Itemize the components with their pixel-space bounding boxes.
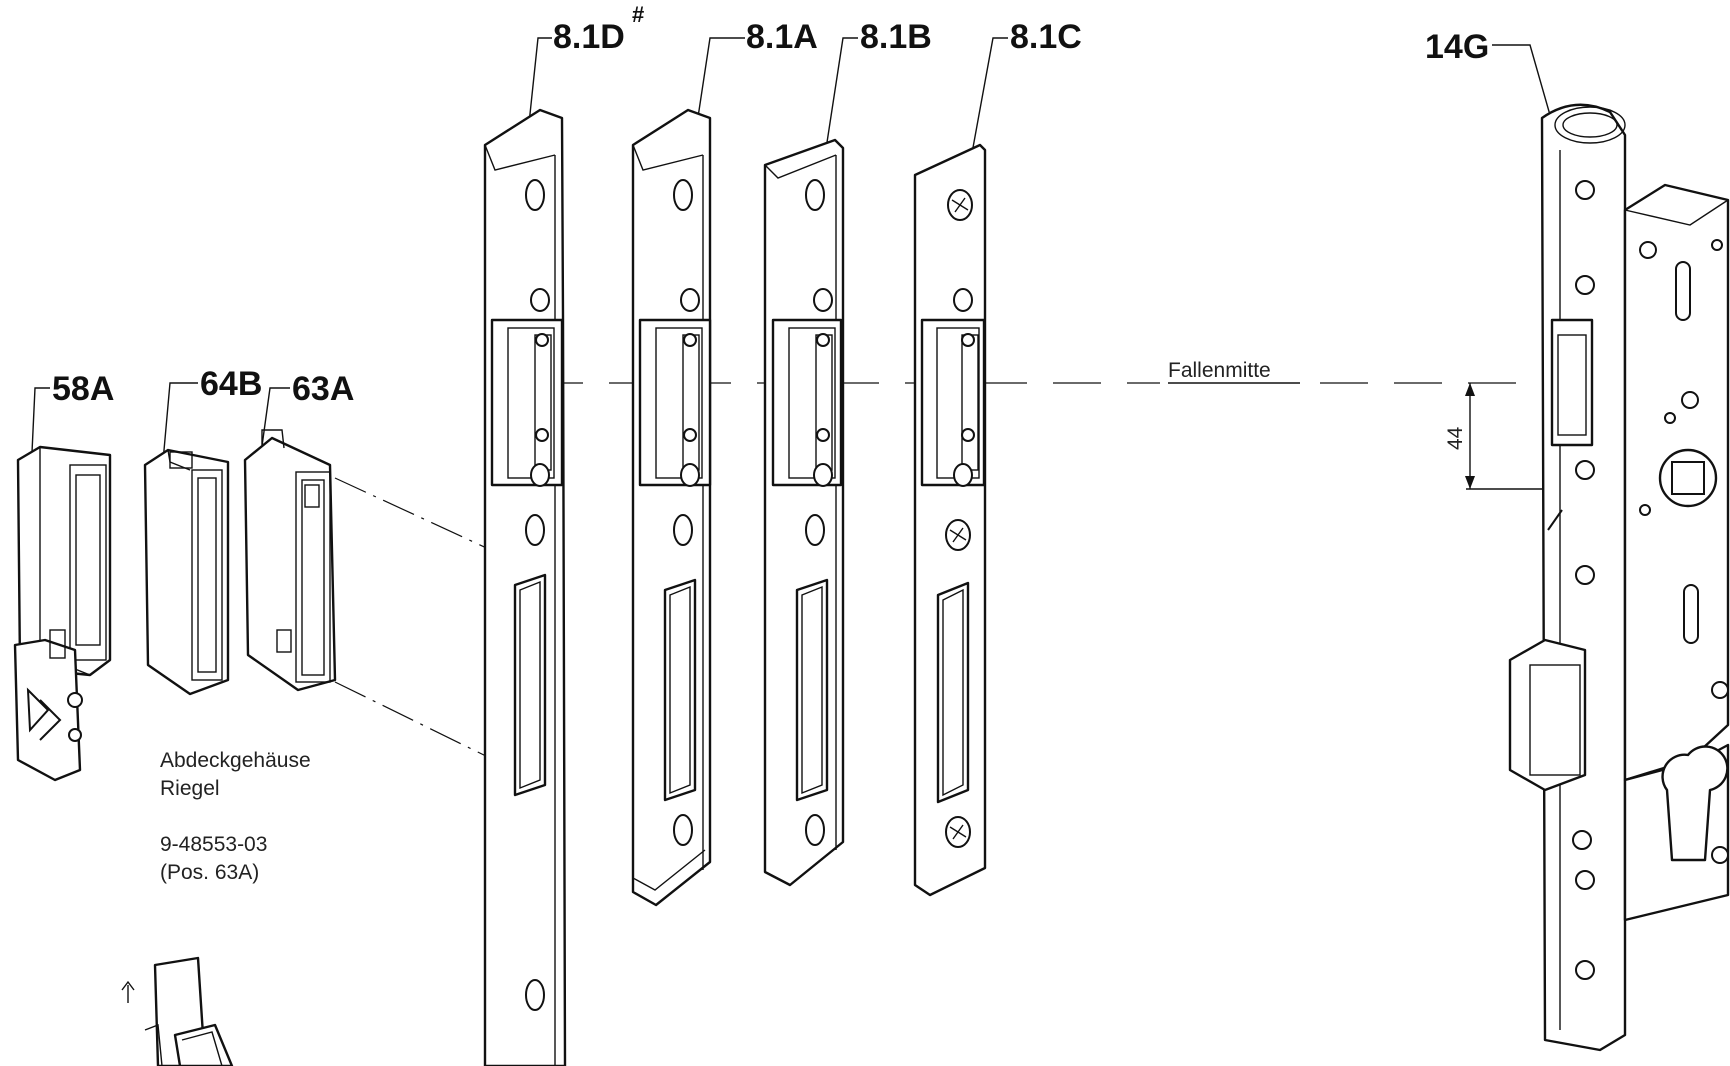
strike-plate-8-1b [763, 138, 845, 887]
note-cover-line1: Abdeckgehäuse [160, 749, 311, 772]
latch-center-label: Fallenmitte [1168, 359, 1271, 382]
part-58a [13, 445, 112, 782]
label-8-1a: 8.1A [746, 18, 818, 56]
detail-fragment-bottom [121, 956, 234, 1066]
part-63a [243, 429, 337, 692]
label-63a: 63A [292, 370, 354, 408]
label-8-1d-superscript: # [632, 2, 644, 27]
projection-line-bottom [334, 681, 546, 786]
dimension-value: 44 [1444, 426, 1467, 450]
strike-plate-8-1d [483, 108, 567, 1066]
part-64b [143, 448, 230, 696]
label-14g: 14G [1425, 28, 1489, 66]
note-cover-line2: Riegel [160, 777, 220, 800]
label-8-1b: 8.1B [860, 18, 932, 56]
lock-body-14g [1508, 103, 1730, 1052]
label-58a: 58A [52, 370, 114, 408]
note-position-reference: (Pos. 63A) [160, 861, 259, 884]
strike-plate-8-1a [631, 108, 712, 907]
strike-plate-8-1c [913, 143, 987, 897]
note-part-number: 9-48553-03 [160, 833, 267, 856]
label-8-1c: 8.1C [1010, 18, 1082, 56]
label-8-1d: 8.1D [553, 18, 625, 56]
label-64b: 64B [200, 365, 262, 403]
leader-8-1c [967, 37, 1008, 176]
leader-8-1b [821, 37, 858, 176]
